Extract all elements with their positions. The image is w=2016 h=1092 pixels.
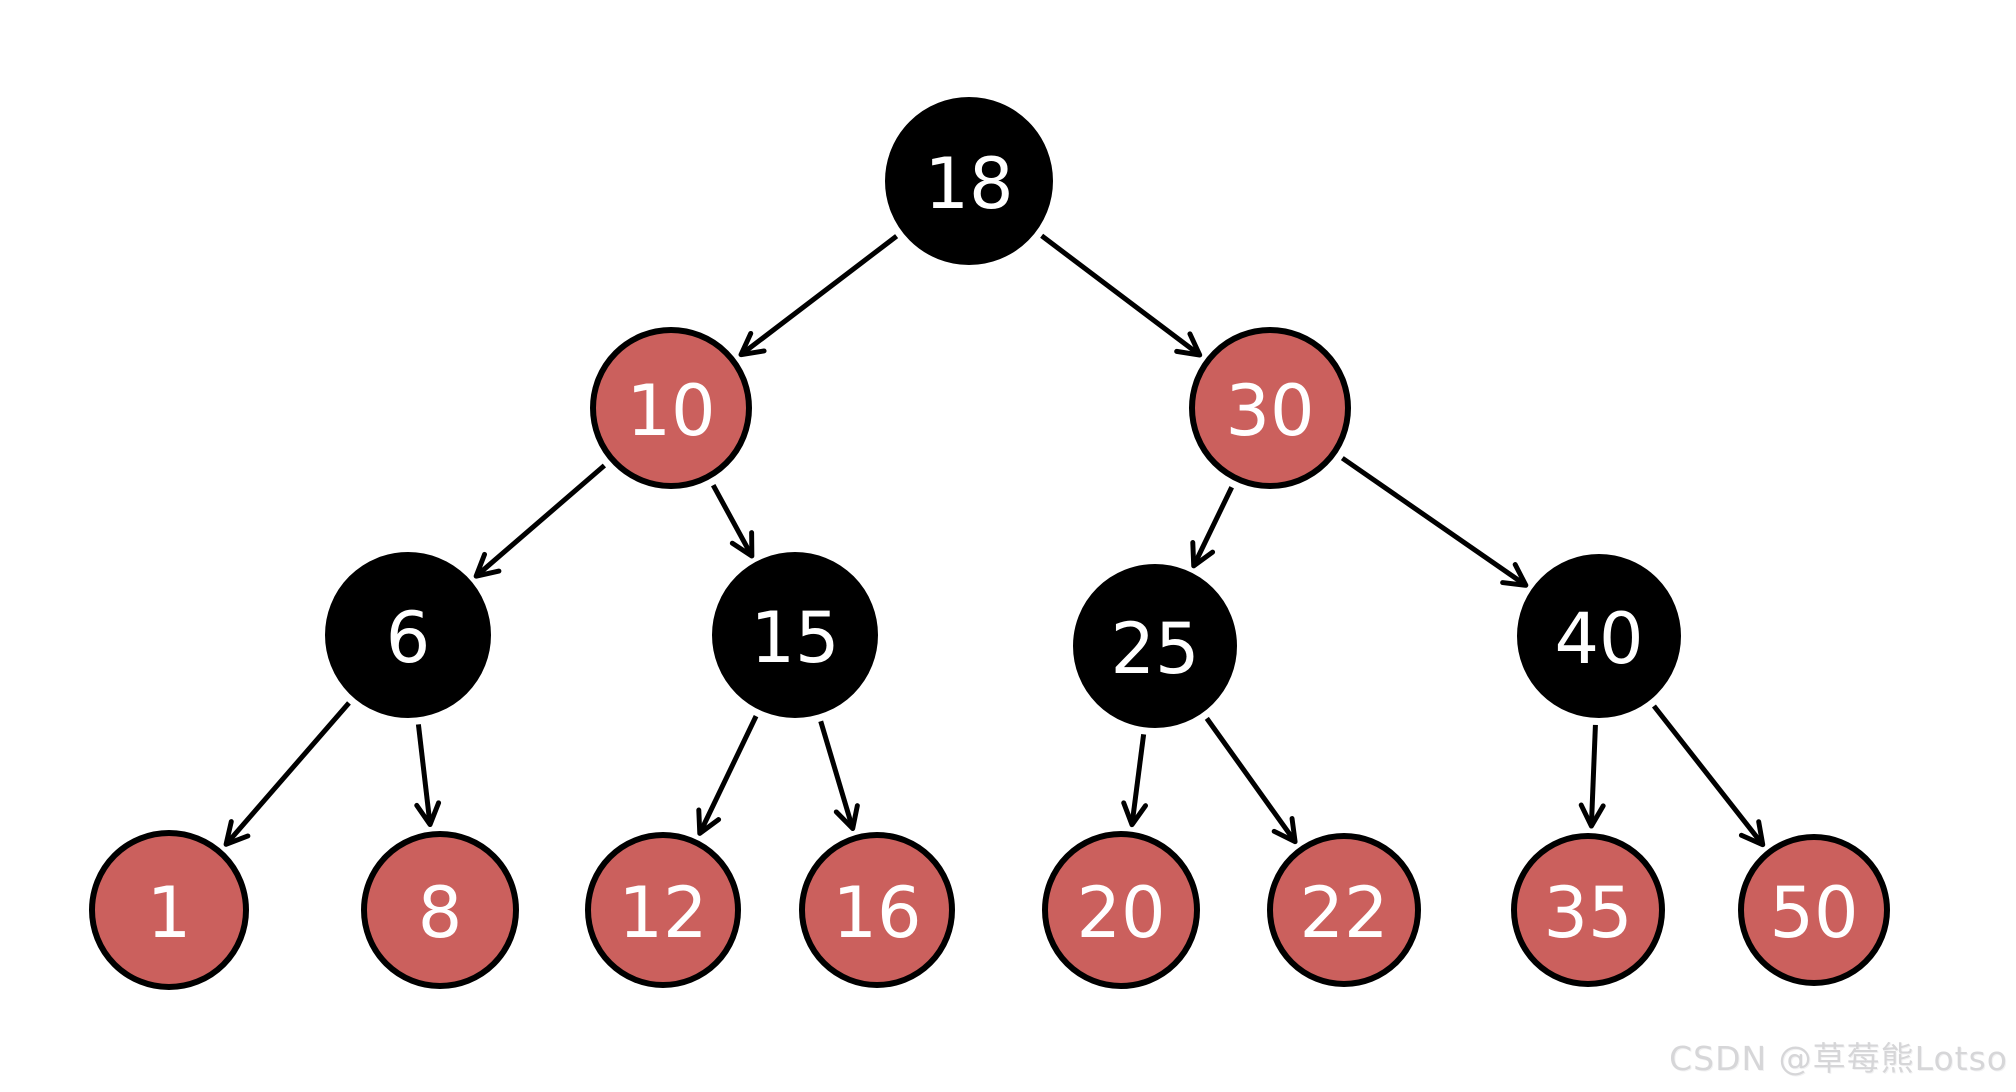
node-circle: [1738, 834, 1890, 986]
watermark: CSDN @草莓熊Lotso: [1669, 1039, 2008, 1078]
edge-15-16: [818, 720, 860, 832]
tree-node-30: 30: [1189, 327, 1351, 489]
edge-6-1: [223, 701, 351, 847]
tree-node-25: 25: [1073, 564, 1237, 728]
node-circle: [590, 327, 752, 489]
node-circle: [1073, 564, 1237, 728]
node-label: 25: [1110, 608, 1199, 690]
node-circle: [1511, 833, 1665, 987]
tree-node-18: 18: [885, 97, 1053, 265]
node-label: 18: [924, 143, 1013, 225]
node-circle: [585, 832, 741, 988]
edge-25-20: [1121, 733, 1149, 828]
node-circle: [1189, 327, 1351, 489]
node-label: 50: [1769, 872, 1858, 954]
node-circle: [1042, 831, 1200, 989]
node-circle: [325, 552, 491, 718]
edge-40-50: [1651, 704, 1766, 848]
edge-30-25: [1190, 486, 1234, 569]
tree-node-16: 16: [799, 832, 955, 988]
tree-node-15: 15: [712, 552, 878, 718]
node-label: 40: [1554, 598, 1643, 680]
tree-node-10: 10: [590, 327, 752, 489]
edge-40-35: [1578, 724, 1606, 829]
tree-node-22: 22: [1267, 833, 1421, 987]
node-circle: [712, 552, 878, 718]
node-label: 8: [418, 872, 463, 954]
edge-30-40: [1340, 456, 1529, 588]
node-label: 12: [618, 872, 707, 954]
edge-25-22: [1204, 716, 1298, 845]
tree-node-1: 1: [89, 830, 249, 990]
edge-6-8: [414, 724, 442, 828]
node-circle: [361, 831, 519, 989]
node-label: 20: [1076, 872, 1165, 954]
tree-node-40: 40: [1517, 554, 1681, 718]
node-label: 22: [1299, 872, 1388, 954]
tree-node-12: 12: [585, 832, 741, 988]
tree-node-20: 20: [1042, 831, 1200, 989]
edge-18-10: [738, 234, 899, 358]
edge-10-6: [473, 463, 607, 579]
edge-18-30: [1040, 233, 1203, 358]
tree-node-8: 8: [361, 831, 519, 989]
node-circle: [89, 830, 249, 990]
node-label: 1: [147, 872, 192, 954]
node-label: 16: [832, 872, 921, 954]
node-label: 15: [750, 597, 839, 679]
node-circle: [1517, 554, 1681, 718]
tree-node-50: 50: [1738, 834, 1890, 986]
edge-15-12: [696, 715, 759, 836]
node-circle: [799, 832, 955, 988]
node-label: 6: [386, 597, 431, 679]
node-circle: [1267, 833, 1421, 987]
edge-10-15: [710, 484, 755, 559]
node-circle: [885, 97, 1053, 265]
tree-node-35: 35: [1511, 833, 1665, 987]
node-label: 10: [626, 370, 715, 452]
tree-node-6: 6: [325, 552, 491, 718]
node-label: 35: [1543, 872, 1632, 954]
node-label: 30: [1225, 370, 1314, 452]
